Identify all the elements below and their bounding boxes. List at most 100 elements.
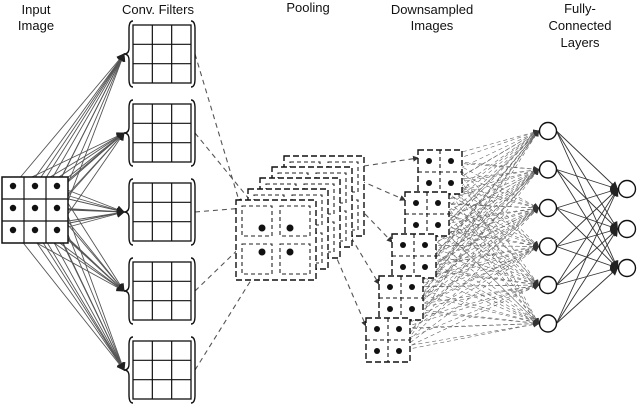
heading-input-line1: Input <box>21 2 51 17</box>
downsampled-to-fc-arrow <box>376 321 540 352</box>
heading-fc-line2: Connected <box>548 18 612 33</box>
downsampled-node <box>413 200 419 206</box>
downsampled-to-fc-arrow <box>437 202 540 325</box>
heading-fc-line3: Layers <box>560 35 600 50</box>
downsampled-node <box>374 348 380 354</box>
conv-filter <box>123 20 196 88</box>
fc-hidden-node <box>538 198 558 218</box>
conv-filter-left-brace <box>123 178 134 246</box>
input-to-filter-arrow <box>56 229 125 371</box>
downsampled-to-fc-arrow <box>376 168 540 352</box>
heading-down-line1: Downsampled <box>390 2 474 17</box>
downsampled-to-fc-arrow <box>424 130 540 268</box>
downsampled-to-fc-arrow <box>450 160 539 325</box>
fc-hidden-node <box>538 160 558 179</box>
conv-filter-frame <box>132 24 192 84</box>
downsampled-to-fc-arrow <box>411 245 540 288</box>
heading-down-line2: Images <box>410 18 454 33</box>
heading-input-image: Input Image <box>6 2 66 34</box>
downsampled-to-fc-arrow <box>389 168 540 310</box>
downsampled-to-fc-arrow <box>428 160 540 173</box>
downsampled-node <box>374 326 380 332</box>
downsampled-node <box>448 158 454 164</box>
heading-fully-connected-layers: Fully- Connected Layers <box>540 0 620 51</box>
downsampled-node <box>413 222 419 228</box>
downsampled-to-fc-arrow <box>437 202 540 286</box>
downsampled-node <box>387 284 393 290</box>
downsampled-to-fc-arrow <box>389 286 540 326</box>
heading-input-line2: Image <box>17 18 55 33</box>
heading-fc-line1: Fully- <box>564 1 596 16</box>
input-to-filter-arrow <box>34 53 125 187</box>
downsampled-to-fc-arrow <box>437 205 540 226</box>
downsampled-to-fc-arrow <box>411 246 540 310</box>
downsampled-images <box>365 149 463 363</box>
downsampled-to-fc-arrow <box>450 160 540 173</box>
downsampled-to-fc-arrow <box>415 224 540 325</box>
input-to-filter-arrow <box>12 229 125 371</box>
heading-pooling-line1: Pooling <box>286 0 330 15</box>
conv-filter <box>123 336 196 404</box>
downsampled-to-fc-arrow <box>424 168 540 268</box>
input-to-filter-arrow <box>34 229 125 371</box>
heading-downsampled-images: Downsampled Images <box>382 2 482 34</box>
downsampled-node <box>400 242 406 248</box>
pooling-window <box>241 243 273 275</box>
filter-to-pooling-arrow <box>194 207 297 371</box>
pooling-node <box>258 224 266 232</box>
hidden-to-output-arrow <box>556 188 619 286</box>
downsampled-to-fc-arrow <box>450 182 540 210</box>
downsampled-node <box>435 222 441 228</box>
conv-filter-left-brace <box>123 257 134 325</box>
downsampled-to-fc-arrow <box>411 286 540 325</box>
hidden-to-output-arrow <box>556 169 619 230</box>
input-image-grid <box>1 176 69 244</box>
conv-filter-right-brace <box>190 99 196 167</box>
conv-filter-frame <box>132 182 192 242</box>
filter-to-pooling-arrow <box>194 53 242 205</box>
downsampled-to-fc-arrow <box>398 245 540 352</box>
conv-filter-frame <box>132 340 192 400</box>
pooling-node <box>286 248 294 256</box>
hidden-to-output-arrow <box>556 169 619 191</box>
input-node <box>31 204 39 212</box>
input-node <box>9 204 17 212</box>
downsampled-node <box>409 306 415 312</box>
downsampled-to-fc-arrow <box>398 320 540 330</box>
downsampled-to-fc-arrow <box>411 130 540 288</box>
downsampled-to-fc-arrow <box>437 224 540 325</box>
downsampled-node <box>387 306 393 312</box>
downsampled-to-fc-arrow <box>398 321 540 352</box>
downsampled-to-fc-arrow <box>428 130 540 184</box>
hidden-to-output-arrow <box>556 187 619 209</box>
pooling-node <box>286 224 294 232</box>
filter-to-pooling-arrow <box>194 132 255 206</box>
pooling-stack <box>235 155 365 281</box>
input-node <box>9 226 17 234</box>
downsampled-image <box>365 317 411 363</box>
downsampled-to-fc-arrow <box>398 245 540 330</box>
downsampled-to-fc-arrow <box>428 182 540 210</box>
input-node <box>31 182 39 190</box>
downsampled-node <box>396 348 402 354</box>
fc-hidden-node <box>538 237 558 256</box>
downsampled-image <box>378 275 424 321</box>
downsampled-to-fc-arrow <box>428 160 540 325</box>
conv-filter-right-brace <box>190 257 196 325</box>
downsampled-to-fc-arrow <box>424 243 540 250</box>
hidden-to-output-arrow <box>556 130 619 190</box>
downsampled-to-fc-arrow <box>450 160 540 209</box>
downsampled-to-fc-arrow <box>437 202 540 248</box>
input-node <box>53 226 61 234</box>
heading-conv-filters: Conv. Filters <box>108 2 208 18</box>
downsampled-to-fc-arrow <box>450 129 540 162</box>
downsampled-to-fc-arrow <box>415 130 540 226</box>
downsampled-image <box>417 149 463 195</box>
input-node <box>53 204 61 212</box>
downsampled-to-fc-arrow <box>424 266 540 288</box>
conv-filter <box>123 178 196 246</box>
conv-filter-frame <box>132 261 192 321</box>
downsampled-node <box>426 180 432 186</box>
conv-filter-left-brace <box>123 99 134 167</box>
